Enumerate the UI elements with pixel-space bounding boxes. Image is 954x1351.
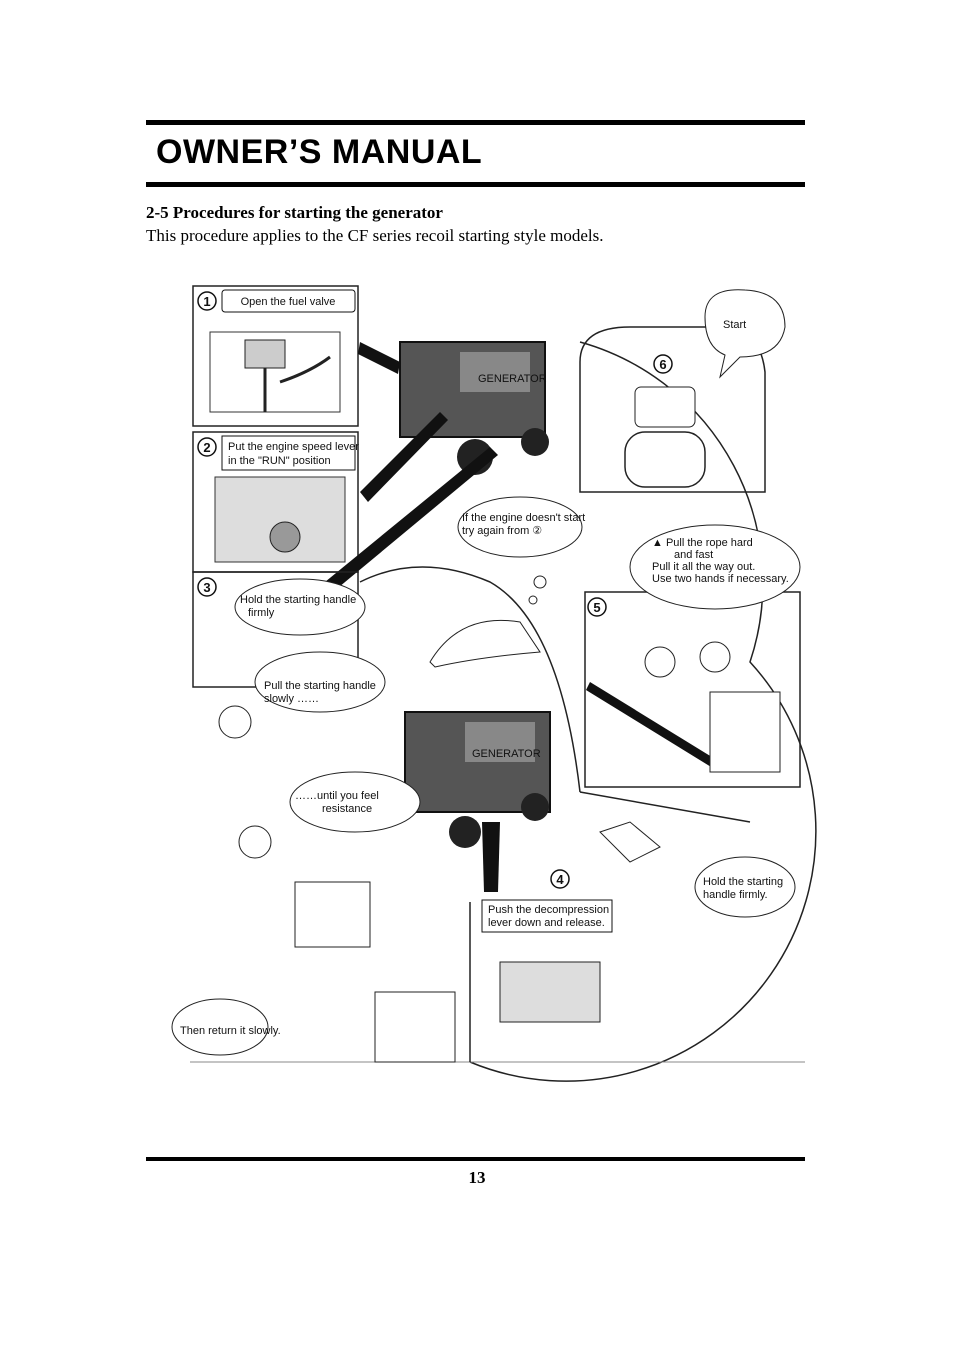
- step-1-panel: 1 Open the fuel valve: [192, 285, 359, 427]
- step-5-line3: Pull it all the way out.: [652, 561, 755, 573]
- step-5-number: 5: [593, 600, 600, 615]
- starting-procedure-illustration: 1 Open the fuel valve 2 Put the engine s…: [171, 285, 817, 1082]
- footer-rule: [146, 1157, 805, 1161]
- step-3-return: Then return it slowly.: [180, 1025, 281, 1037]
- step-2-number: 2: [203, 440, 210, 455]
- step-4-panel: 4 Push the decompression lever down and …: [481, 869, 613, 1023]
- step-2-panel: 2 Put the engine speed lever in the "RUN…: [192, 431, 359, 573]
- step-2-badge: [197, 437, 217, 457]
- step-3-panel: 3 Hold the starting handle firmly Pull t…: [171, 571, 456, 1063]
- divider-right: [579, 791, 751, 823]
- step-3-hold-line1: Hold the starting handle: [240, 594, 356, 606]
- retry-bubble: If the engine doesn't start try again fr…: [429, 496, 585, 668]
- retry-line2: try again from ②: [462, 525, 542, 537]
- worker-figure-3: [644, 646, 676, 678]
- step-1-badge: [197, 291, 217, 311]
- start-speech-bubble: [704, 289, 786, 379]
- generator-image-top: GENERATOR: [399, 341, 549, 475]
- step-5-line2: and fast: [674, 549, 713, 561]
- manual-title: OWNER’S MANUAL: [156, 133, 483, 171]
- pull-direction-arrow: [586, 682, 720, 770]
- step-5-badge: [587, 597, 607, 617]
- hand-grip: [599, 821, 661, 863]
- hold-handle-right: Hold the starting handle firmly.: [599, 821, 796, 918]
- step-4-line1: Push the decompression: [488, 904, 609, 916]
- pull-slowly-bubble: [254, 651, 386, 713]
- title-underline-rule: [146, 182, 805, 187]
- step-3-pull-line1: Pull the starting handle: [264, 680, 376, 692]
- step-1-label: Open the fuel valve: [241, 296, 336, 308]
- generator-label-center: GENERATOR: [472, 748, 541, 760]
- step-6-number: 6: [659, 357, 666, 372]
- section-intro: This procedure applies to the CF series …: [146, 226, 604, 245]
- step-3-resist-line1: ……until you feel: [295, 790, 379, 802]
- return-slowly-bubble: [171, 998, 269, 1056]
- step-4b-line1: Hold the starting: [703, 876, 783, 888]
- step-1-number: 1: [203, 294, 210, 309]
- pointer-step-4: [482, 822, 500, 892]
- step-3-pull-line2: slowly ……: [264, 693, 319, 705]
- step-6-panel: 6 Start: [579, 289, 786, 493]
- happy-generator-figure: [624, 431, 706, 488]
- step-3-resist-line2: resistance: [322, 803, 372, 815]
- fuel-valve: [244, 339, 286, 369]
- step-4-number: 4: [556, 872, 564, 887]
- worker-figure-2: [238, 825, 272, 859]
- engine-speed-lever-area: [214, 476, 346, 563]
- step-2-line1: Put the engine speed lever: [228, 441, 359, 453]
- pointer-step-3: [325, 447, 498, 592]
- step-3-badge: [197, 577, 217, 597]
- generator-outline-3: [709, 691, 781, 773]
- pointer-step-1: [358, 342, 400, 374]
- step-5-line4: Use two hands if necessary.: [652, 573, 789, 585]
- until-resistance-bubble: [289, 771, 421, 833]
- step-4b-line2: handle firmly.: [703, 889, 768, 901]
- step-6-label: Start: [723, 319, 746, 331]
- step-5-line1: ▲ Pull the rope hard: [652, 537, 753, 549]
- hold-handle-bubble: [234, 578, 366, 636]
- pointer-step-2: [360, 412, 448, 502]
- step-3-hold-line2: firmly: [248, 607, 275, 619]
- retry-line1: If the engine doesn't start: [462, 512, 585, 524]
- section-heading: 2-5 Procedures for starting the generato…: [146, 203, 443, 222]
- step-3-number: 3: [203, 580, 210, 595]
- page-number: 13: [468, 1168, 486, 1187]
- resting-figure: [429, 619, 541, 668]
- generator-outline-1: [294, 881, 371, 948]
- step-2-line2: in the "RUN" position: [228, 455, 331, 467]
- generator-image-center: GENERATOR: [404, 711, 551, 848]
- generator-label-top: GENERATOR: [478, 373, 547, 385]
- worker-figure-1: [218, 705, 252, 739]
- fuel-valve-arrow: [263, 355, 331, 412]
- decompression-lever: [499, 961, 601, 1023]
- top-rule: [146, 120, 805, 125]
- center-arc: [359, 566, 581, 793]
- step-5-panel: 5 ▲ Pull the rope hard and fast Pull it …: [584, 524, 801, 788]
- step-4-line2: lever down and release.: [488, 917, 605, 929]
- step-6-badge: [653, 354, 673, 374]
- hold-firmly-bubble: [694, 856, 796, 918]
- engine-speed-lever: [269, 521, 301, 553]
- pull-rope-bubble: [629, 524, 801, 610]
- circle-arc-right: [469, 341, 817, 1082]
- generator-outline-2: [374, 991, 456, 1063]
- worker-figure-4: [699, 641, 731, 673]
- step-4-badge: [550, 869, 570, 889]
